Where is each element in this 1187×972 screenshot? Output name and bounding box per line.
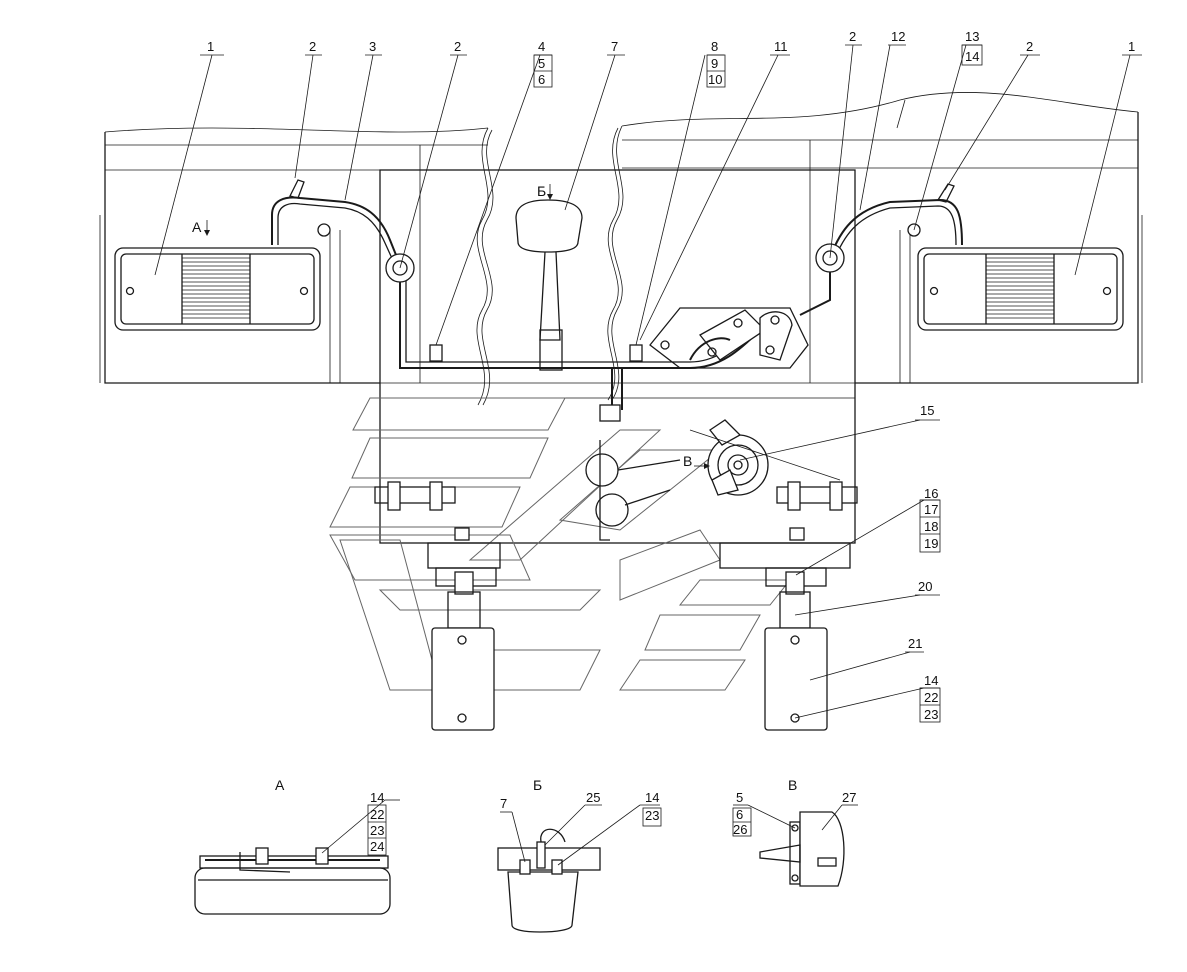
callout-8: 8 (711, 39, 718, 54)
callout-10: 10 (708, 72, 722, 87)
connector-cluster (585, 404, 681, 541)
callout-2-c: 2 (849, 29, 856, 44)
junction-block (649, 307, 809, 369)
cutaway-lines (476, 125, 624, 406)
vehicle-frame (99, 92, 1143, 544)
label-boxes (533, 44, 983, 723)
callout-2-b: 2 (454, 39, 461, 54)
detail-view-a: А 14 22 23 24 (194, 777, 400, 915)
detail-b-label-23: 23 (645, 808, 659, 823)
trailer-socket (689, 419, 841, 496)
leader-lines (154, 44, 1142, 719)
callout-20: 20 (918, 579, 932, 594)
callout-2-d: 2 (1026, 39, 1033, 54)
callout-5: 5 (538, 56, 545, 71)
callout-6: 6 (538, 72, 545, 87)
callout-21: 21 (908, 636, 922, 651)
detail-a-label-22: 22 (370, 807, 384, 822)
right-tail-lamp (917, 247, 1124, 331)
callout-11: 11 (774, 39, 788, 54)
callout-14-top: 14 (965, 49, 979, 64)
mount-left (374, 481, 501, 587)
detail-view-v: В 5 6 26 27 (732, 777, 858, 887)
callout-12: 12 (891, 29, 905, 44)
detail-v-title: В (788, 777, 797, 793)
callouts: 1 2 3 2 4 5 6 7 8 9 10 11 2 12 13 14 2 1… (207, 29, 1135, 722)
view-mark-a: А (192, 219, 202, 235)
callout-1-left: 1 (207, 39, 214, 54)
detail-b-label-7: 7 (500, 796, 507, 811)
wire-harness (271, 179, 963, 410)
callout-14-right: 14 (924, 673, 938, 688)
callout-2-a: 2 (309, 39, 316, 54)
callout-9: 9 (711, 56, 718, 71)
callout-16: 16 (924, 486, 938, 501)
detail-a-title: А (275, 777, 285, 793)
view-mark-v: В (683, 453, 692, 469)
callout-13: 13 (965, 29, 979, 44)
detail-v-label-27: 27 (842, 790, 856, 805)
detail-b-label-25: 25 (586, 790, 600, 805)
callout-4: 4 (538, 39, 545, 54)
callout-7: 7 (611, 39, 618, 54)
detail-a-label-23: 23 (370, 823, 384, 838)
left-reflector (431, 571, 495, 731)
left-tail-lamp (114, 247, 321, 331)
callout-17: 17 (924, 502, 938, 517)
callout-1-right: 1 (1128, 39, 1135, 54)
mount-right (719, 481, 858, 587)
detail-a-label-14: 14 (370, 790, 384, 805)
detail-v-label-5: 5 (736, 790, 743, 805)
callout-23-right: 23 (924, 707, 938, 722)
plate-lamp (515, 199, 583, 371)
callout-18: 18 (924, 519, 938, 534)
detail-b-label-14: 14 (645, 790, 659, 805)
callout-15: 15 (920, 403, 934, 418)
callout-3: 3 (369, 39, 376, 54)
right-reflector (764, 571, 828, 731)
detail-a-label-24: 24 (370, 839, 384, 854)
callout-19: 19 (924, 536, 938, 551)
view-marks: А Б В (192, 183, 710, 469)
detail-v-label-6: 6 (736, 807, 743, 822)
detail-v-label-26: 26 (733, 822, 747, 837)
detail-b-title: Б (533, 777, 542, 793)
callout-22-right: 22 (924, 690, 938, 705)
view-mark-b: Б (537, 183, 546, 199)
detail-view-b: Б 7 25 14 23 (497, 777, 662, 933)
